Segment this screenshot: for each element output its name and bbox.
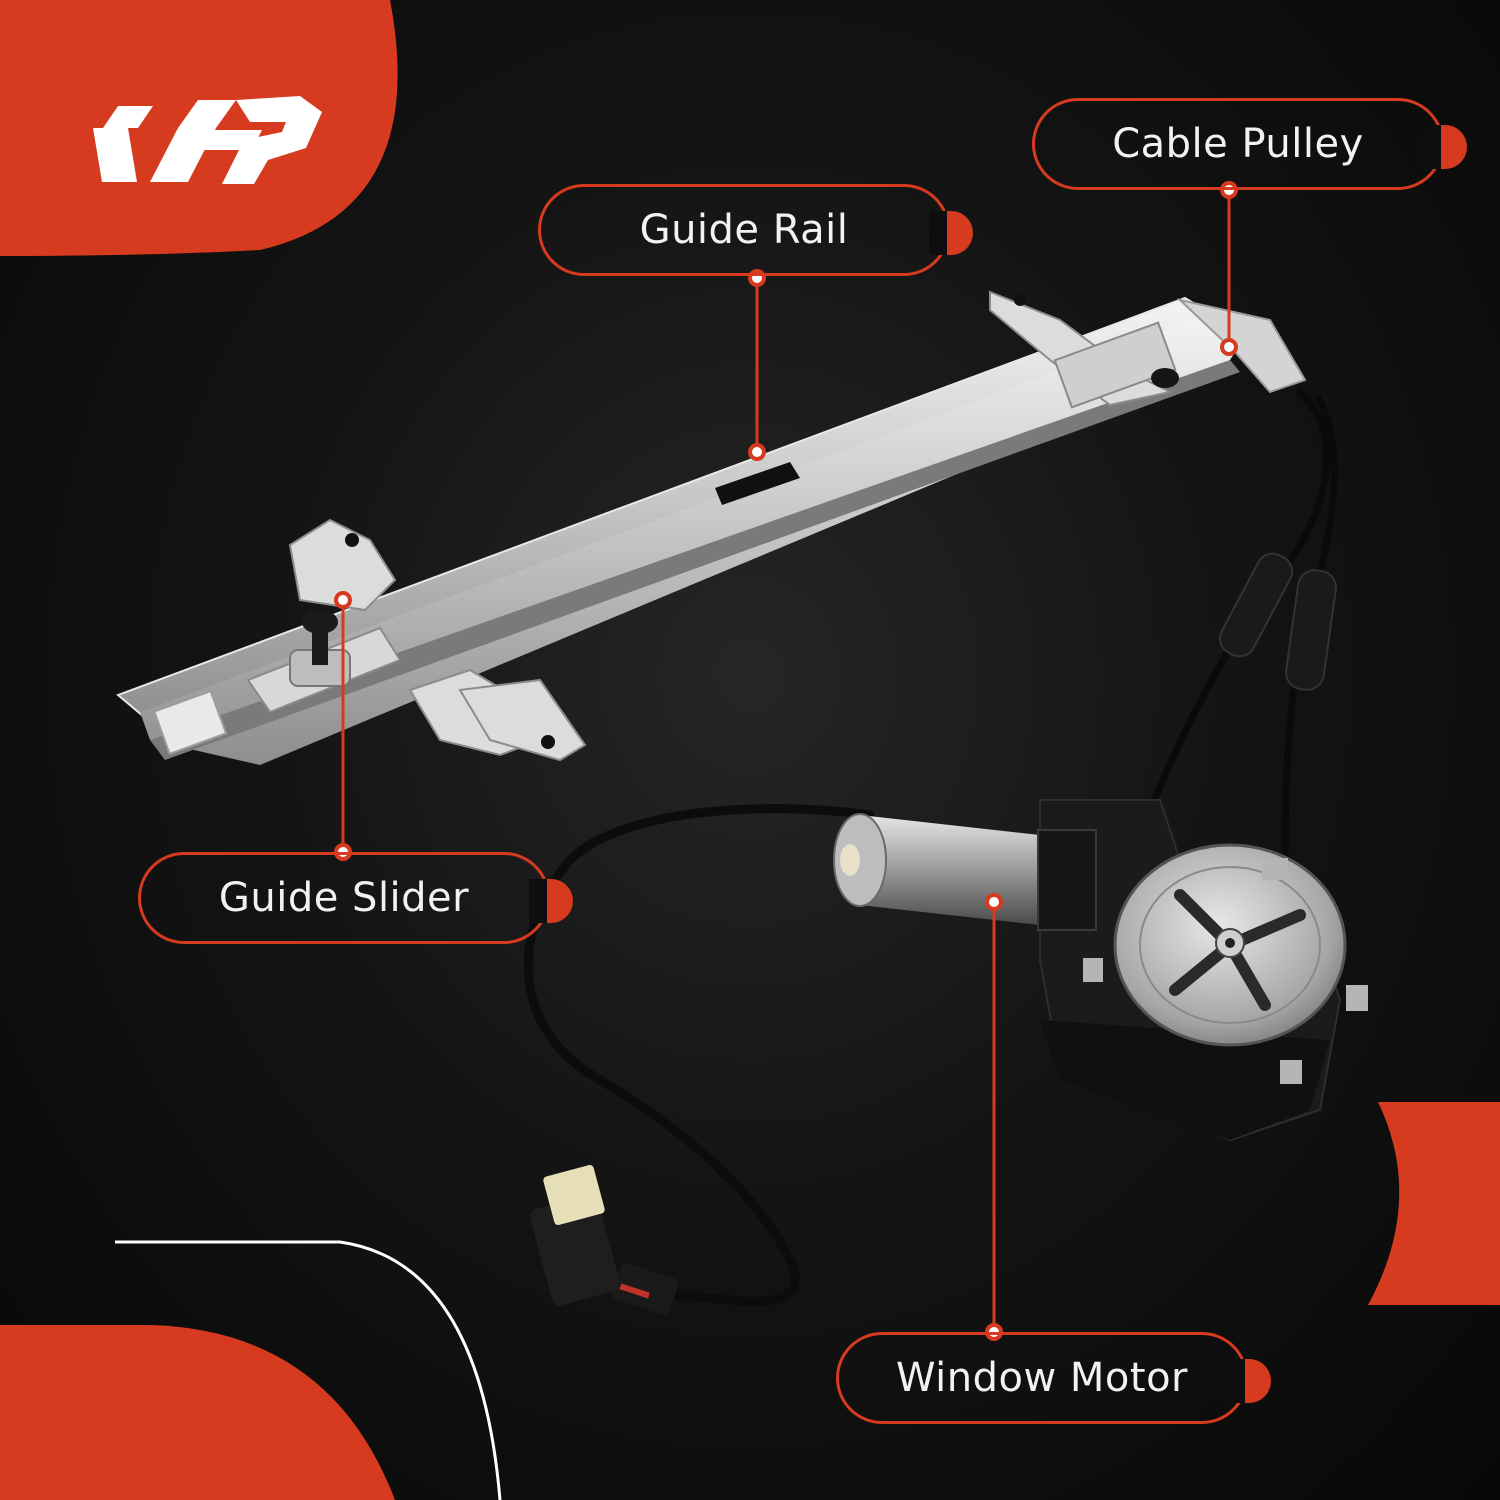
corner-outline-bottom-left [115,1240,502,1500]
wire-connector [530,1165,679,1315]
callout-cable-pulley: Cable Pulley [1032,98,1467,190]
window-motor-part [833,799,1368,1142]
callout-guide-rail-tab [929,211,973,255]
callout-guide-slider-label: Guide Slider [218,875,470,921]
callout-window-motor-tab [1227,1359,1271,1403]
callout-guide-rail: Guide Rail [538,184,973,276]
callout-cable-pulley-tab [1423,125,1467,169]
callout-window-motor-label: Window Motor [895,1355,1188,1401]
callout-guide-slider: Guide Slider [138,852,573,944]
leader-lines [341,190,1231,1332]
callout-cable-pulley-label: Cable Pulley [1112,121,1364,167]
callout-guide-slider-tab [529,879,573,923]
brand-logo [93,96,322,184]
guide-slider-part [246,610,402,714]
cable-sleeves [1218,552,1337,691]
pulley-end-part [996,263,1179,409]
wire-harness [523,804,875,1307]
corner-shape-bottom-left [0,1325,395,1500]
callout-guide-rail-label: Guide Rail [639,207,849,253]
bracket-holes [345,294,1026,749]
guide-rail-part [116,296,1307,765]
corner-shape-right [1368,1102,1500,1305]
callout-window-motor: Window Motor [836,1332,1271,1424]
